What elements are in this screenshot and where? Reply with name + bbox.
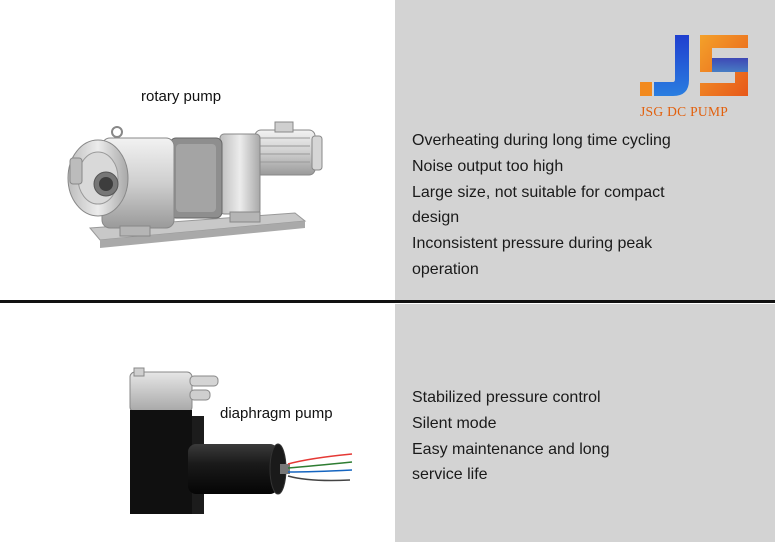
jsg-logo-mark <box>640 35 748 96</box>
list-item: Overheating during long time cycling <box>412 132 671 149</box>
list-item: service life <box>412 466 488 484</box>
rotary-pump-image-area: rotary pump <box>0 0 395 302</box>
section-divider <box>0 300 775 303</box>
rotary-pump-label: rotary pump <box>141 88 222 105</box>
list-item: Large size, not suitable for compact <box>412 183 665 201</box>
diaphragm-pump-image <box>129 367 353 514</box>
diaphragm-pump-benefits-panel: Stabilized pressure control Silent mode … <box>395 304 775 542</box>
rotary-pump-panel: rotary pump <box>0 0 775 302</box>
jsg-logo: JSG DC PUMP <box>640 32 752 122</box>
diaphragm-pump-image-area: diaphragm pump <box>0 304 395 542</box>
list-item: Easy maintenance and long <box>412 440 610 458</box>
list-item: Silent mode <box>412 414 497 432</box>
diaphragm-pump-panel: diaphragm pump Stabilized pressure contr… <box>0 304 775 542</box>
diaphragm-pump-label: diaphragm pump <box>220 405 333 422</box>
jsg-logo-text: JSG DC PUMP <box>640 104 729 119</box>
list-item: design <box>412 209 460 227</box>
list-item: Noise output too high <box>412 157 564 175</box>
diaphragm-pump-benefits-list: Stabilized pressure control Silent mode … <box>412 385 609 488</box>
rotary-pump-issues-panel: JSG DC PUMP Overheating during long time… <box>395 0 775 302</box>
list-item: Stabilized pressure control <box>412 389 601 406</box>
rotary-pump-issues-list: Overheating during long time cycling Noi… <box>412 128 671 283</box>
list-item: operation <box>412 260 479 278</box>
rotary-pump-image <box>67 121 323 248</box>
list-item: Inconsistent pressure during peak <box>412 235 653 253</box>
